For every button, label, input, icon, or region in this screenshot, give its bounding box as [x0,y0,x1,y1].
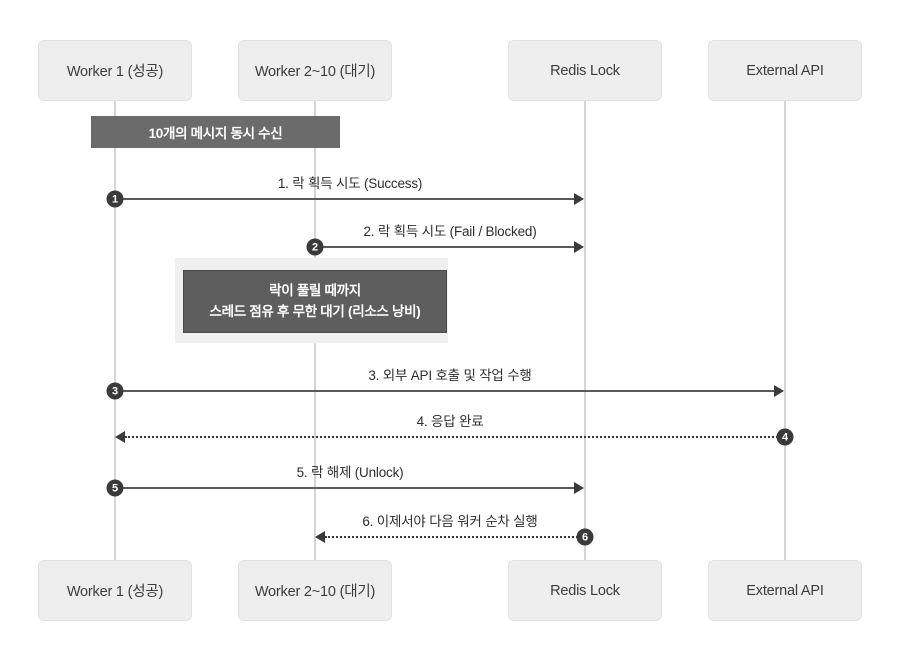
message-line-5 [115,487,578,489]
message-label-4: 4. 응답 완료 [416,414,484,429]
participant-label: Redis Lock [550,62,620,79]
message-marker-5: 5 [106,479,124,497]
participant-footer-redis[interactable]: Redis Lock [508,560,662,621]
participant-footer-api[interactable]: External API [708,560,862,621]
note-blocking-line-2: 스레드 점유 후 무한 대기 (리소스 낭비) [209,303,421,319]
message-label-1: 1. 락 획득 시도 (Success) [277,176,423,191]
message-label-2: 2. 락 획득 시도 (Fail / Blocked) [363,224,537,239]
note-broadcast-text: 10개의 메시지 동시 수신 [148,126,283,141]
lifeline-api [784,101,786,560]
note-blocking: 락이 풀릴 때까지 스레드 점유 후 무한 대기 (리소스 낭비) [183,270,447,333]
participant-header-redis[interactable]: Redis Lock [508,40,662,101]
message-line-4 [125,436,785,438]
participant-label: External API [746,582,824,599]
message-line-6 [325,536,585,538]
message-arrowhead-6 [315,531,325,543]
participant-header-api[interactable]: External API [708,40,862,101]
message-arrowhead-2 [574,241,584,253]
participant-label: Worker 1 (성공) [66,64,164,80]
message-line-3 [115,390,778,392]
message-label-6: 6. 이제서야 다음 워커 순차 실행 [362,514,538,529]
participant-label: Worker 1 (성공) [66,584,164,600]
message-marker-4: 4 [776,428,794,446]
participant-header-workers[interactable]: Worker 2~10 (대기) [238,40,392,101]
participant-label: Worker 2~10 (대기) [254,64,376,80]
message-marker-3: 3 [106,382,124,400]
message-line-1 [115,198,578,200]
message-marker-1: 1 [106,190,124,208]
participant-label: Worker 2~10 (대기) [254,584,376,600]
note-broadcast: 10개의 메시지 동시 수신 [91,116,340,148]
message-marker-2: 2 [306,238,324,256]
message-arrowhead-3 [774,385,784,397]
message-line-2 [315,246,578,248]
participant-footer-workers[interactable]: Worker 2~10 (대기) [238,560,392,621]
message-marker-6: 6 [576,528,594,546]
participant-footer-worker1[interactable]: Worker 1 (성공) [38,560,192,621]
lifeline-worker1 [114,101,116,560]
lifeline-redis [584,101,586,560]
participant-label: External API [746,62,824,79]
message-arrowhead-1 [574,193,584,205]
message-arrowhead-5 [574,482,584,494]
participant-header-worker1[interactable]: Worker 1 (성공) [38,40,192,101]
message-label-3: 3. 외부 API 호출 및 작업 수행 [368,368,532,383]
note-blocking-line-1: 락이 풀릴 때까지 [269,282,361,298]
participant-label: Redis Lock [550,582,620,599]
message-arrowhead-4 [115,431,125,443]
message-label-5: 5. 락 해제 (Unlock) [296,465,404,480]
